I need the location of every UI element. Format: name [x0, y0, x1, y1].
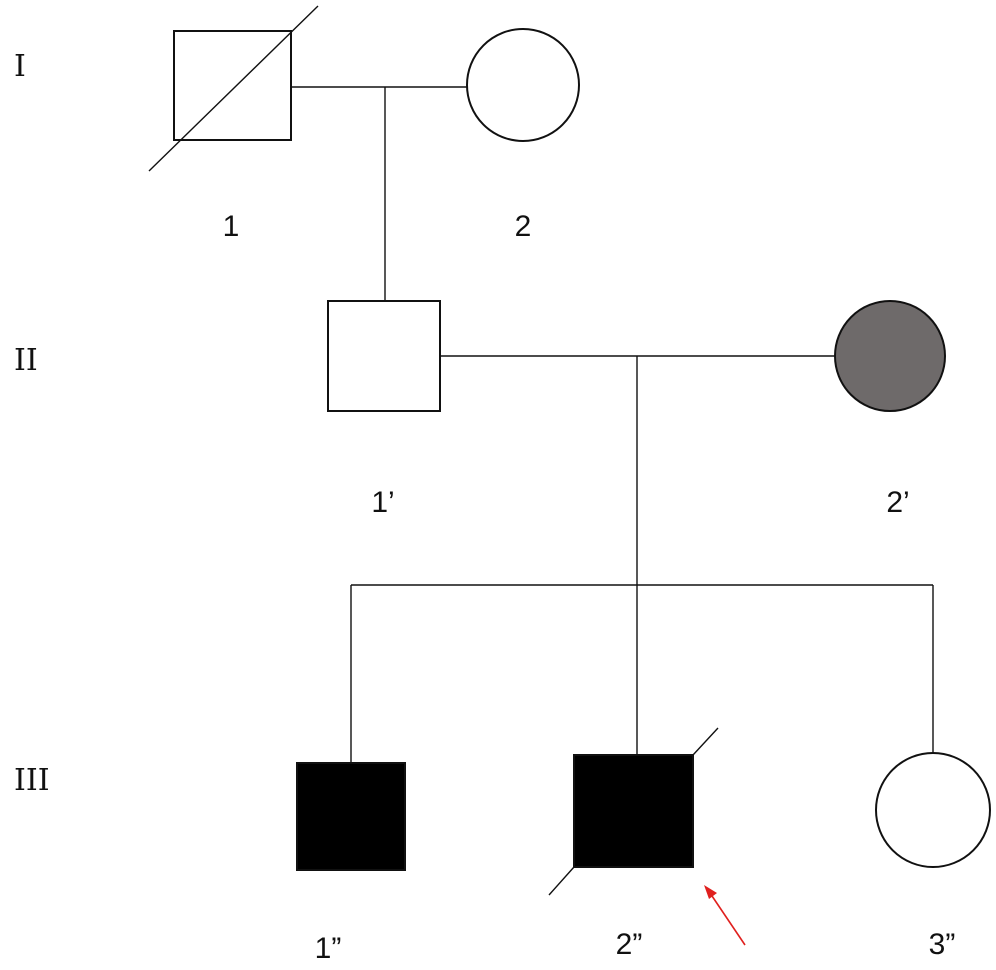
female-symbol [466, 28, 580, 142]
generation-label-ii: II [14, 343, 38, 378]
female-symbol [875, 752, 991, 868]
individual-I2 [466, 28, 580, 142]
individual-III3 [875, 752, 991, 868]
deceased-slash-upper [692, 727, 719, 756]
male-symbol [327, 300, 441, 412]
individual-III1 [296, 762, 406, 871]
proband-arrow-shaft [709, 892, 746, 946]
id-label-I2: 2 [515, 210, 532, 243]
id-label-III3: 3” [929, 928, 956, 961]
female-symbol-shaded [834, 300, 946, 412]
id-label-III2: 2” [616, 928, 643, 961]
generation-label-iii: III [14, 763, 50, 798]
proband-arrow-head [704, 885, 717, 899]
male-symbol-affected [296, 762, 406, 871]
deceased-slash-lower [548, 866, 575, 896]
id-label-I1: 1 [223, 210, 240, 243]
proband-arrow [704, 885, 746, 946]
id-label-II1: 1’ [371, 486, 394, 519]
individual-II2 [834, 300, 946, 412]
generation-label-i: I [14, 49, 26, 84]
male-symbol [173, 30, 292, 141]
individual-I1 [148, 5, 319, 172]
male-symbol-affected [573, 754, 694, 868]
id-label-II2: 2’ [886, 486, 909, 519]
individual-III2 [548, 727, 719, 896]
id-label-III1: 1” [315, 932, 342, 965]
deceased-slash [148, 5, 319, 172]
individual-II1 [327, 300, 441, 412]
